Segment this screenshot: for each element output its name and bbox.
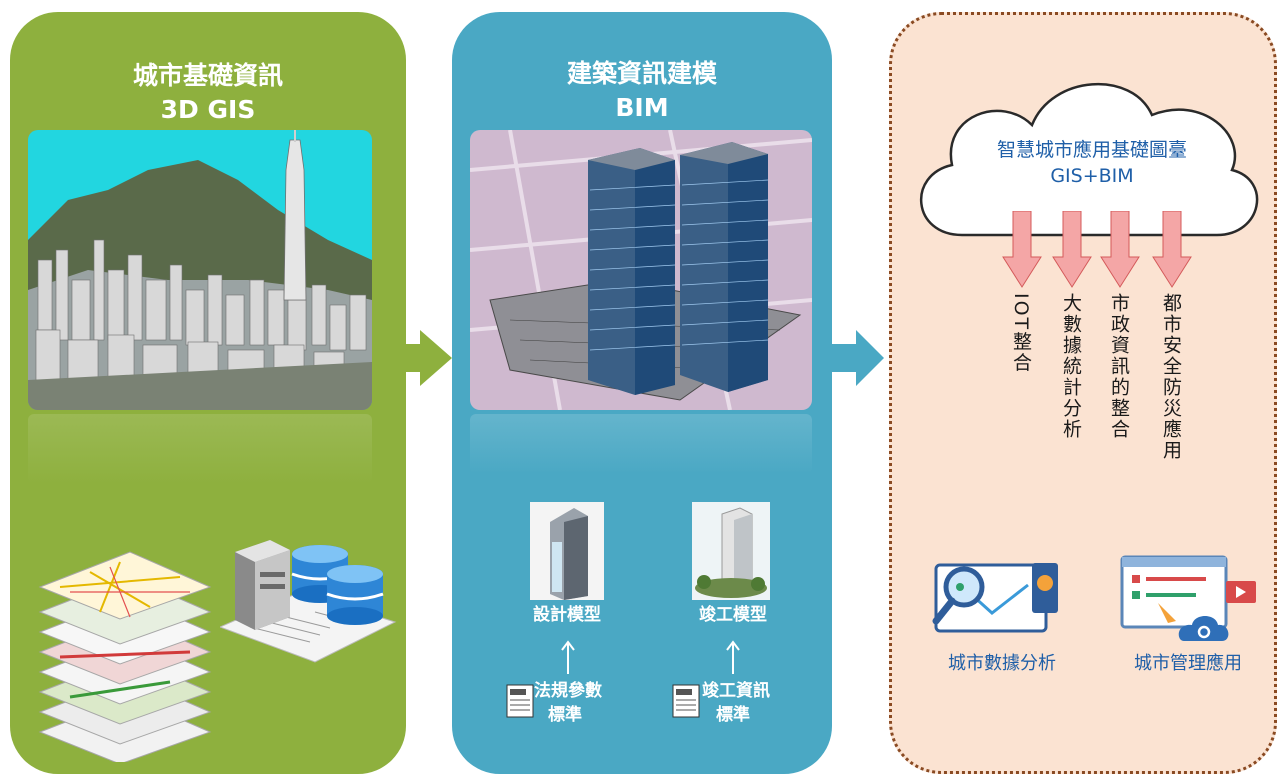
regulation-label-line1: 法規參數 xyxy=(534,681,602,701)
up-arrow-icon xyxy=(725,640,741,678)
gis-title: 城市基礎資訊 xyxy=(132,61,283,90)
cloud-title-line1: 智慧城市應用基礎圖臺 xyxy=(996,139,1187,161)
completion-info-label-line2: 標準 xyxy=(716,705,750,725)
app-data-analysis-label: 城市數據分析 xyxy=(948,653,1056,674)
smart-city-panel: 智慧城市應用基礎圖臺 GIS+BIM IOT整合 大數據統計分析 市政資訊的整合… xyxy=(889,12,1277,774)
bim-panel: 建築資訊建模 BIM xyxy=(452,12,832,774)
database-server-icon xyxy=(218,532,400,682)
gis-panel: 城市基礎資訊 3D GIS xyxy=(10,12,406,774)
arrow-right-icon xyxy=(392,330,454,390)
design-model-image xyxy=(530,502,604,600)
document-icon xyxy=(506,684,534,722)
bim-title: 建築資訊建模 xyxy=(566,59,717,88)
output-iot: IOT整合 xyxy=(1010,293,1032,374)
output-safety: 都市安全防災應用 xyxy=(1160,293,1182,461)
cloud-icon xyxy=(902,55,1272,255)
bim-model-image xyxy=(470,130,812,410)
bim-image-reflection xyxy=(470,414,812,474)
bim-subtitle: BIM xyxy=(615,93,669,122)
down-arrow-icon xyxy=(1100,210,1140,293)
gis-subtitle: 3D GIS xyxy=(160,95,256,124)
city-image-reflection xyxy=(28,414,372,484)
document-icon xyxy=(672,684,700,722)
arrow-right-icon xyxy=(830,330,886,390)
city-3d-image xyxy=(28,130,372,410)
completion-model-label: 竣工模型 xyxy=(699,605,767,625)
app-management-label: 城市管理應用 xyxy=(1134,653,1242,674)
output-bigdata: 大數據統計分析 xyxy=(1060,293,1082,440)
completion-model-image xyxy=(692,502,770,600)
completion-info-label-line1: 竣工資訊 xyxy=(702,681,770,701)
down-arrow-icon xyxy=(1152,210,1192,293)
design-model-label: 設計模型 xyxy=(533,605,601,625)
up-arrow-icon xyxy=(560,640,576,678)
output-municipal: 市政資訊的整合 xyxy=(1108,293,1130,440)
down-arrow-icon xyxy=(1052,210,1092,293)
management-app-icon xyxy=(1118,551,1266,655)
cloud-title-line2: GIS+BIM xyxy=(1050,165,1134,187)
data-analysis-icon xyxy=(932,555,1072,649)
regulation-label-line2: 標準 xyxy=(548,705,582,725)
down-arrow-icon xyxy=(1002,210,1042,293)
map-layers-icon xyxy=(30,532,220,765)
